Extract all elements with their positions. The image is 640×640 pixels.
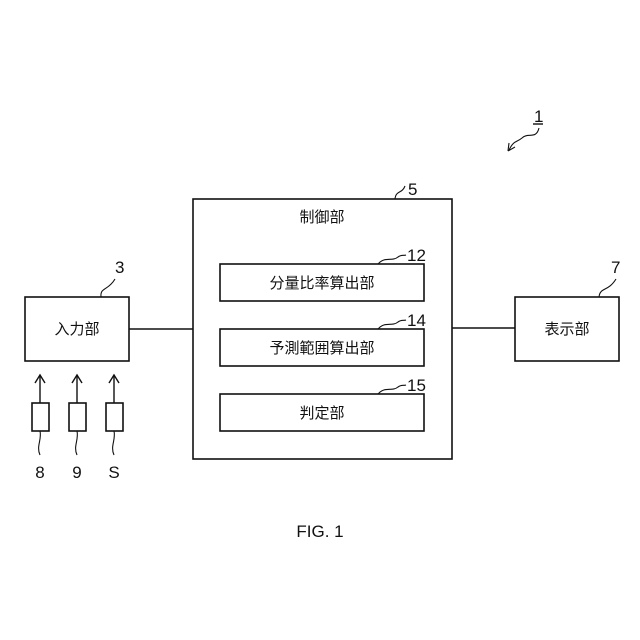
judgment-label: 判定部 [299,404,344,422]
prediction-range-calc-ref: 14 [407,311,426,330]
sensor-8-ref: 8 [35,463,44,482]
split-ratio-calc-label: 分量比率算出部 [269,274,374,292]
system-ref-number: 1 [534,107,543,126]
display-unit-label: 表示部 [544,320,589,338]
control-unit-ref: 5 [408,180,417,199]
sensor-s: S [106,375,123,482]
sensor-s-box [106,403,123,431]
judgment-ref: 15 [407,376,426,395]
input-unit-ref: 3 [115,258,124,277]
sensor-8: 8 [32,375,49,482]
arrowhead-icon [508,143,515,151]
control-unit-label: 制御部 [299,208,344,226]
split-ratio-calc-ref: 12 [407,246,426,265]
sensor-9-leader [76,431,78,455]
sensor-9-ref: 9 [72,463,81,482]
sensor-9: 9 [69,375,86,482]
figure-caption: FIG. 1 [296,522,343,541]
sensor-s-leader [113,431,115,455]
input-unit-label: 入力部 [54,320,99,338]
sensor-s-ref: S [108,463,119,482]
sensor-8-box [32,403,49,431]
display-unit-ref: 7 [611,258,620,277]
system-ref-leader [509,128,539,150]
prediction-range-calc-label: 予測範囲算出部 [269,339,374,357]
input-unit-leader [101,279,115,297]
control-unit-leader [395,186,405,199]
sensor-8-leader [39,431,41,455]
display-unit-leader [599,279,616,297]
sensor-9-box [69,403,86,431]
